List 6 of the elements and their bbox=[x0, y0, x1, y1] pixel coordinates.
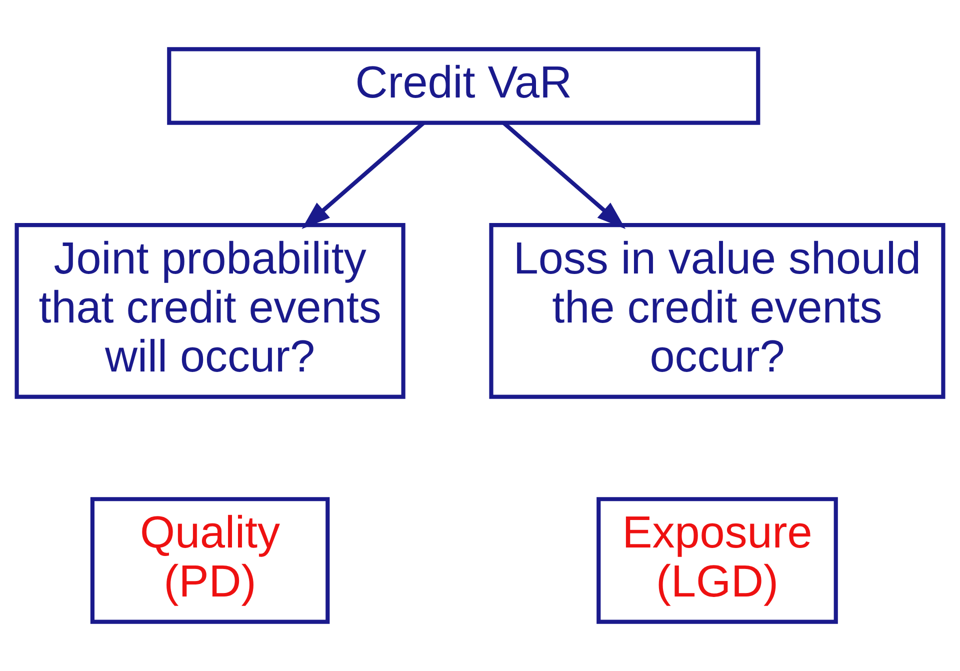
node-box: Exposure (LGD) bbox=[596, 497, 838, 624]
node-box: Quality (PD) bbox=[90, 497, 330, 624]
arrow bbox=[302, 122, 425, 230]
node-box: Joint probability that credit events will occur? bbox=[14, 223, 406, 399]
node-box: Loss in value should the credit events occur? bbox=[489, 223, 946, 399]
node-box: Credit VaR bbox=[167, 47, 760, 125]
